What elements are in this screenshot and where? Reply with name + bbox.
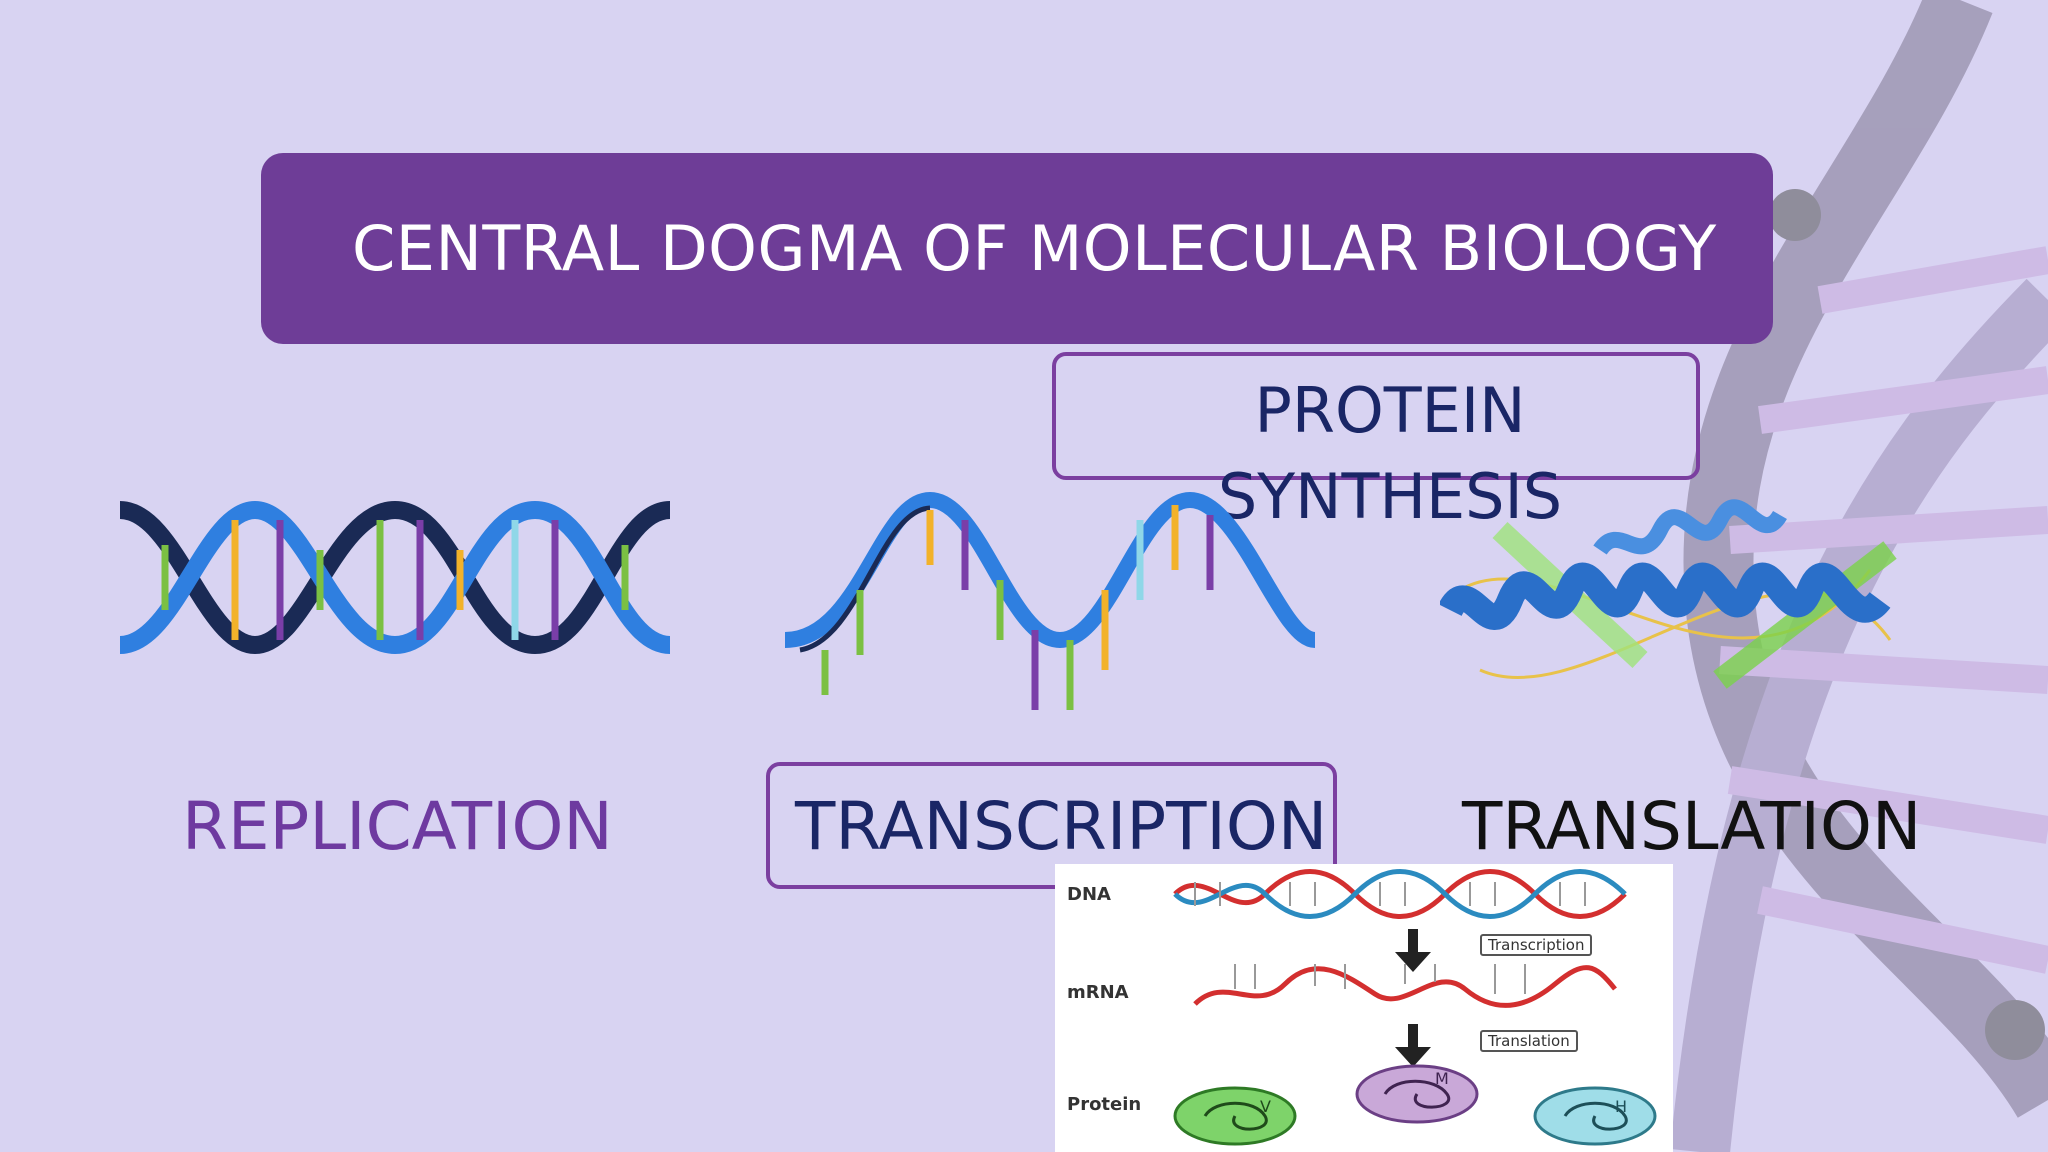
diagram-protein-label: Protein bbox=[1067, 1094, 1142, 1115]
title-banner: CENTRAL DOGMA OF MOLECULAR BIOLOGY bbox=[261, 153, 1773, 344]
protein-structure-illustration bbox=[1440, 499, 1897, 689]
transcription-rna-illustration bbox=[784, 491, 1317, 710]
protein-letter-v: V bbox=[1260, 1097, 1271, 1116]
protein-synthesis-label: PROTEIN SYNTHESIS bbox=[1217, 374, 1563, 533]
protein-letter-h: H bbox=[1615, 1097, 1627, 1116]
protein-letter-m: M bbox=[1435, 1069, 1449, 1088]
translation-label: TRANSLATION bbox=[1462, 788, 1922, 865]
replication-label: REPLICATION bbox=[182, 788, 613, 865]
diagram-dna-label: DNA bbox=[1067, 884, 1111, 905]
transcription-box bbox=[766, 762, 1337, 889]
protein-synthesis-box bbox=[1052, 352, 1700, 480]
diagram-translation-tag: Translation bbox=[1480, 1030, 1578, 1052]
page-title: CENTRAL DOGMA OF MOLECULAR BIOLOGY bbox=[352, 212, 1717, 285]
transcription-label: TRANSCRIPTION bbox=[795, 788, 1328, 865]
diagram-transcription-tag: Transcription bbox=[1480, 934, 1593, 956]
diagram-mrna-label: mRNA bbox=[1067, 982, 1129, 1003]
diagram-strands: V M H bbox=[1173, 869, 1657, 1146]
replication-dna-illustration bbox=[118, 500, 672, 655]
central-dogma-diagram: DNA mRNA Protein V M H Tra bbox=[1055, 864, 1673, 1152]
